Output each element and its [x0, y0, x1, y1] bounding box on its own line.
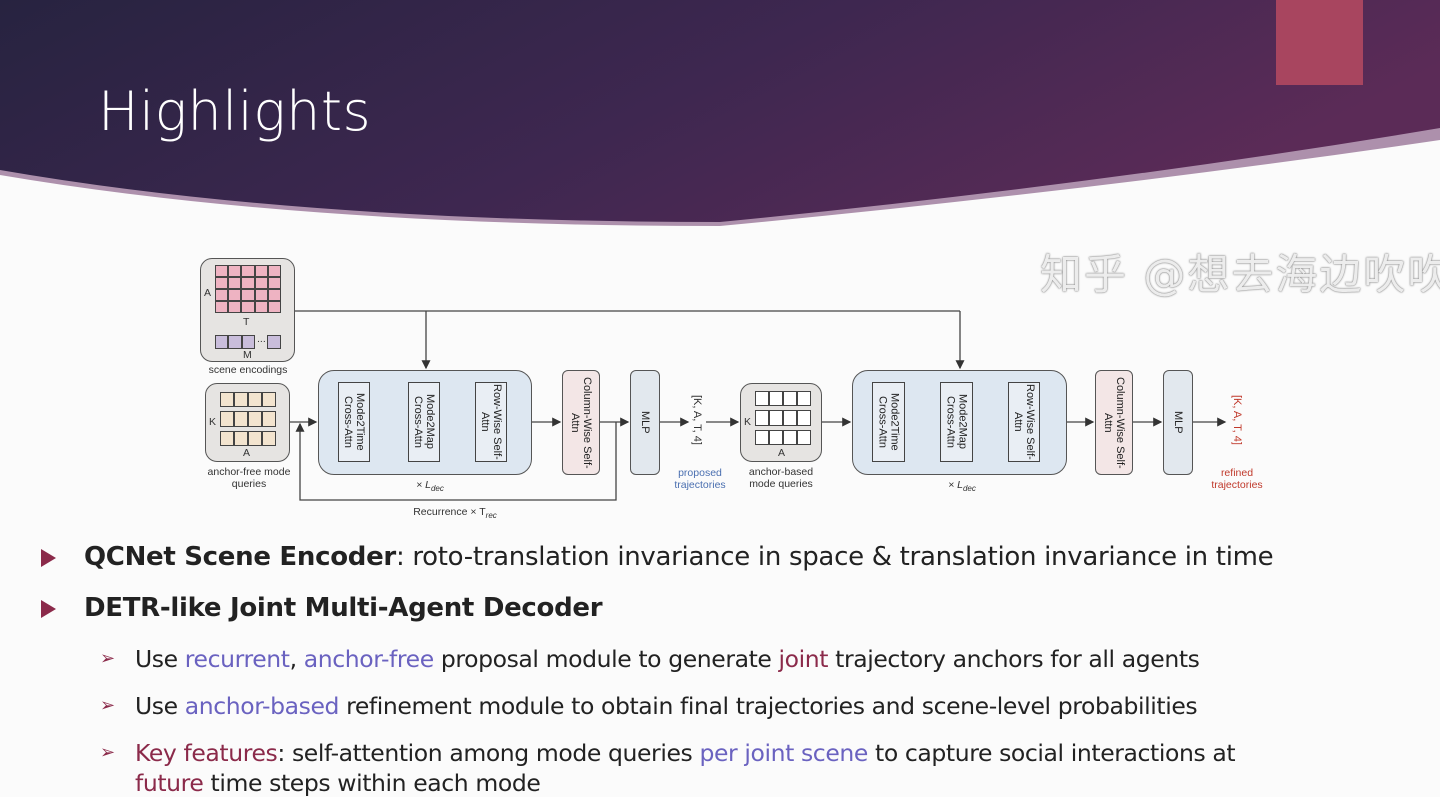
sub-bullet-proposal: Use recurrent, anchor-free proposal modu…	[135, 645, 1200, 673]
scene-encodings-label: scene encodings	[208, 364, 288, 376]
axis-k-label: K	[744, 416, 752, 428]
sub-bullet-chevron-icon: ➢	[100, 695, 116, 716]
scene-encodings-box: A T ... M	[200, 258, 295, 362]
axis-a-label: A	[243, 447, 251, 459]
scene-grid	[215, 265, 281, 313]
query-grid	[220, 392, 276, 446]
mlp-block-1: MLP	[630, 370, 660, 475]
anchor-free-label: anchor-free mode queries	[207, 466, 291, 490]
layer-repeat-label-2: × Ldec	[948, 479, 976, 494]
bullet-decoder: DETR-like Joint Multi-Agent Decoder	[84, 593, 603, 623]
mode2map-block-1: Mode2Map Cross-Attn	[408, 382, 440, 462]
anchor-based-queries-box: K A	[740, 383, 822, 462]
bullet-triangle-icon	[41, 549, 56, 567]
axis-m-label: M	[243, 349, 252, 361]
sub-bullet-key-features: Key features: self-attention among mode …	[135, 739, 1236, 767]
axis-k-label: K	[209, 416, 217, 428]
axis-t-label: T	[243, 316, 250, 328]
recurrence-label: Recurrence × Trec	[413, 506, 497, 521]
anchor-free-queries-box: K A	[205, 383, 290, 462]
sub-bullet-refinement: Use anchor-based refinement module to ob…	[135, 692, 1198, 720]
ellipsis: ...	[257, 333, 266, 345]
mode2map-block-2: Mode2Map Cross-Attn	[940, 382, 973, 462]
accent-block	[1276, 0, 1363, 85]
axis-a-label: A	[778, 447, 786, 459]
bullet-scene-encoder: QCNet Scene Encoder: roto-translation in…	[84, 542, 1274, 572]
mode2time-block-2: Mode2Time Cross-Attn	[872, 382, 905, 462]
refined-shape: [K, A, T, 4]	[1231, 395, 1243, 445]
slide-title: Highlights	[98, 80, 372, 143]
column-wise-block-2: Column-Wise Self-Attn	[1095, 370, 1133, 475]
map-token-last	[267, 335, 281, 349]
bullet-triangle-icon	[41, 600, 56, 618]
watermark: 知乎 @想去海边吹吹风	[1040, 250, 1440, 299]
axis-a-label: A	[204, 287, 212, 299]
anchor-based-label: anchor-based mode queries	[748, 466, 814, 490]
proposed-trajectories-label: proposed trajectories	[674, 467, 726, 491]
sub-bullet-chevron-icon: ➢	[100, 742, 116, 763]
column-wise-block-1: Column-Wise Self-Attn	[562, 370, 600, 475]
slide-header-background	[0, 0, 1440, 226]
rowwise-block-2: Row-Wise Self-Attn	[1008, 382, 1040, 462]
mode2time-block-1: Mode2Time Cross-Attn	[338, 382, 370, 462]
rowwise-block-1: Row-Wise Self-Attn	[475, 382, 507, 462]
mlp-block-2: MLP	[1163, 370, 1193, 475]
proposed-shape: [K, A, T, 4]	[691, 395, 703, 445]
refined-trajectories-label: refined trajectories	[1211, 467, 1263, 491]
sub-bullet-chevron-icon: ➢	[100, 648, 116, 669]
anchor-grid	[755, 391, 811, 445]
map-tokens	[215, 335, 255, 349]
sub-bullet-key-features-cont: future time steps within each mode	[135, 769, 541, 797]
layer-repeat-label-1: × Ldec	[416, 479, 444, 494]
